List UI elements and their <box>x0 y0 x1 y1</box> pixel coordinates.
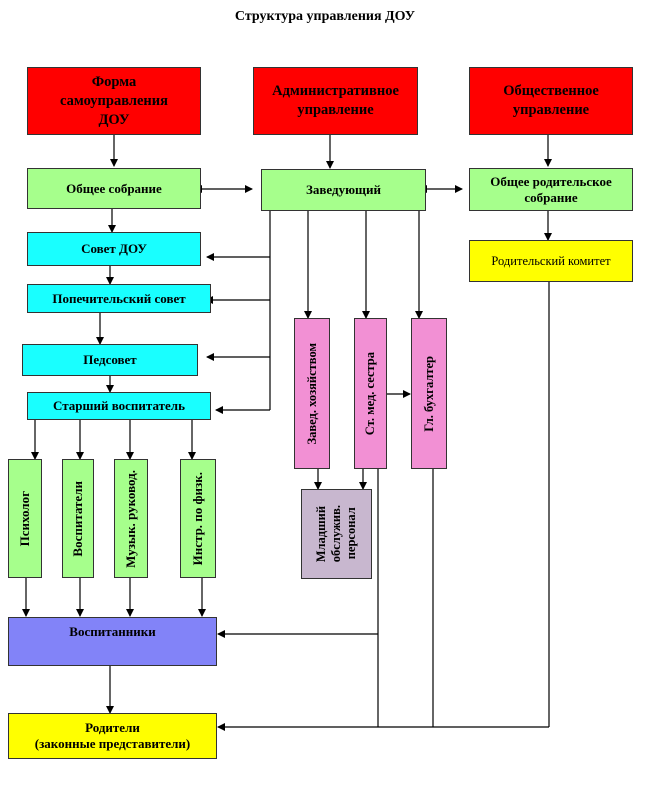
box-pe-instructor-label: Инстр. по физк. <box>190 471 205 566</box>
box-parents-committee-label: Родительский комитет <box>491 254 611 268</box>
box-music-director: Музык. руковод. <box>114 459 148 578</box>
box-chief-accountant: Гл. бухгалтер <box>411 318 447 469</box>
box-pedsovet: Педсовет <box>22 344 198 376</box>
box-pedsovet-label: Педсовет <box>83 352 137 367</box>
box-parents: Родители (законные представители) <box>8 713 217 759</box>
box-administrative-label: Административное управление <box>272 83 399 118</box>
box-administrative: Административное управление <box>253 67 418 135</box>
box-senior-teacher: Старший воспитатель <box>27 392 211 420</box>
box-pupils: Воспитанники <box>8 617 217 666</box>
box-self-government: Форма самоуправления ДОУ <box>27 67 201 135</box>
box-trustees: Попечительский совет <box>27 284 211 313</box>
box-council-label: Совет ДОУ <box>81 241 147 256</box>
box-pe-instructor: Инстр. по физк. <box>180 459 216 578</box>
box-parents-committee: Родительский комитет <box>469 240 633 282</box>
box-psychologist-label: Психолог <box>17 490 32 547</box>
box-head-label: Заведующий <box>306 182 381 197</box>
box-household-manager-label: Завед. хозяйством <box>304 342 319 445</box>
box-chief-accountant-label: Гл. бухгалтер <box>421 355 436 432</box>
box-pupils-label: Воспитанники <box>69 624 156 639</box>
box-public-label: Общественное управление <box>503 83 599 118</box>
box-general-meeting-label: Общее собрание <box>66 180 162 196</box>
box-trustees-label: Попечительский совет <box>52 290 186 306</box>
box-head: Заведующий <box>261 169 426 211</box>
box-senior-teacher-label: Старший воспитатель <box>53 398 185 413</box>
box-junior-staff-label: Младший обслужив. персонал <box>314 505 358 563</box>
box-parents-meeting-label: Общее родительское собрание <box>490 173 612 205</box>
box-self-government-label: Форма самоуправления ДОУ <box>60 73 168 128</box>
box-music-director-label: Музык. руковод. <box>123 469 138 568</box>
box-educators-label: Воспитатели <box>70 480 85 557</box>
box-public: Общественное управление <box>469 67 633 135</box>
box-junior-staff: Младший обслужив. персонал <box>301 489 372 579</box>
box-household-manager: Завед. хозяйством <box>294 318 330 469</box>
box-head-nurse-label: Ст. мед. сестра <box>363 351 377 436</box>
box-educators: Воспитатели <box>62 459 94 578</box>
page-title: Структура управления ДОУ <box>234 9 416 24</box>
box-parents-label: Родители (законные представители) <box>34 720 191 751</box>
box-general-meeting: Общее собрание <box>27 168 201 209</box>
box-council: Совет ДОУ <box>27 232 201 266</box>
box-psychologist: Психолог <box>8 459 42 578</box>
box-head-nurse: Ст. мед. сестра <box>354 318 387 469</box>
box-parents-meeting: Общее родительское собрание <box>469 168 633 211</box>
